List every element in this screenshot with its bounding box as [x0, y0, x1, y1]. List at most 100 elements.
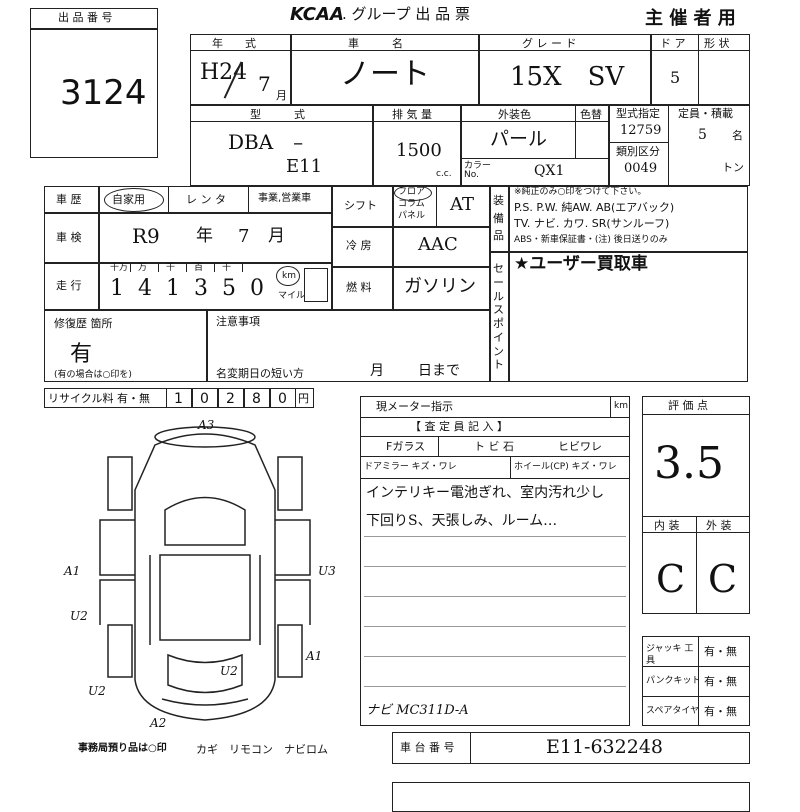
equipment-box	[490, 186, 748, 252]
category-value: 0049	[624, 161, 658, 176]
year-month-unit: 月	[276, 89, 287, 102]
office-note: 事務局預り品は○印	[78, 743, 167, 754]
recycle-digit: 1	[174, 391, 183, 407]
fglass-chip: ト ビ 石	[474, 440, 514, 453]
diagram-mark: A2	[149, 716, 166, 730]
color-change-label: 色替	[580, 108, 602, 121]
meter-unit: km	[614, 401, 628, 411]
recycle-digit-cell	[166, 388, 192, 408]
displacement-label: 排 気 量	[392, 108, 432, 121]
equipment-line2: TV. ナビ. カワ. SR(サンルーフ)	[514, 217, 670, 230]
jack-value: 有・無	[704, 645, 737, 658]
equipment-note: ※純正のみ○印をつけて下さい。	[514, 187, 647, 197]
bottom-partial-box	[392, 782, 750, 812]
capacity-label: 定員・積載	[678, 107, 733, 120]
recycle-digit-cell	[270, 388, 296, 408]
fuel-label: 燃 料	[346, 281, 372, 294]
grade-value: 15X SV	[510, 62, 625, 92]
remark-line2: 下回りS、天張しみ、ルーム…	[366, 513, 558, 529]
name-change-day: 日まで	[418, 363, 460, 379]
spare-label: スペアタイヤ	[646, 706, 700, 716]
history-business: 事業,営業車	[258, 193, 312, 204]
car-name-label: 車 名	[348, 37, 403, 50]
shift-label: シフト	[344, 199, 377, 212]
exterior-label: 外 装	[706, 519, 732, 532]
mileage-digit: 5	[222, 276, 236, 301]
mileage-digit: 0	[250, 276, 264, 301]
lot-number-box	[30, 8, 158, 158]
cc-unit: c.c.	[436, 169, 452, 179]
recycle-digit: 0	[278, 391, 287, 407]
mileage-digit-label: 十	[222, 263, 232, 273]
mileage-digit: 1	[166, 276, 180, 301]
diagram-mark: U2	[88, 684, 106, 698]
body-type-label: 形 状	[704, 37, 730, 50]
recycle-label: リサイクル料 有・無	[48, 392, 150, 405]
exterior-grade: C	[708, 557, 738, 601]
exterior-color-value: パール	[490, 128, 548, 150]
displacement-value: 1500	[396, 140, 442, 161]
ac-label: 冷 房	[346, 239, 372, 252]
office-items: カギ リモコン ナビロム	[196, 743, 328, 756]
repair-box	[44, 310, 490, 382]
year-label: 年 式	[212, 37, 256, 50]
mileage-digit-label: 十万	[110, 263, 129, 273]
car-damage-diagram: A3 A1 U2 U3 A1 U2 U2 A2	[63, 418, 336, 730]
puncture-value: 有・無	[704, 675, 737, 688]
recycle-digit-cell	[218, 388, 244, 408]
sheet-title: . グループ 出 品 票	[342, 5, 470, 23]
tools-box	[642, 636, 750, 726]
meter-box	[360, 396, 630, 726]
diagram-mark: A3	[197, 418, 215, 432]
mirror-label: ドアミラー キズ・ワレ	[364, 462, 457, 472]
recycle-digit: 0	[200, 391, 209, 407]
remark-line3: ナビ MC311D-A	[366, 703, 469, 718]
shift-value: AT	[450, 194, 475, 215]
ac-value: AAC	[418, 234, 458, 255]
mileage-digit: 1	[110, 276, 124, 301]
mileage-digit: 3	[194, 276, 208, 301]
repair-note: (有の場合は○印を)	[54, 370, 132, 380]
mileage-stamp-box	[304, 268, 328, 302]
equipment-label: 装備品	[493, 194, 504, 243]
vehicle-info-grid	[190, 34, 750, 186]
mileage-separator	[158, 264, 159, 272]
equipment-line1: P.S. P.W. 純AW. AB(エアバック)	[514, 201, 675, 214]
spare-value: 有・無	[704, 705, 737, 718]
interior-grade: C	[656, 557, 686, 601]
interior-label: 内 装	[654, 519, 680, 532]
shift-column: コラム	[398, 199, 425, 209]
recycle-digit: 8	[252, 391, 261, 407]
model-code: E11	[286, 156, 323, 177]
chassis-box	[392, 732, 750, 764]
name-change-month: 月	[370, 363, 384, 379]
fglass-label: Fガラス	[386, 440, 426, 453]
color-no-value: QX1	[534, 163, 565, 179]
mileage-label: 走 行	[56, 279, 82, 292]
mileage-separator	[130, 264, 131, 272]
type-designation-value: 12759	[620, 123, 662, 138]
history-private-circle	[104, 188, 164, 212]
organizer-label: 主 催 者 用	[645, 8, 736, 29]
puncture-label: パンクキット	[646, 676, 701, 686]
sales-point-box	[490, 252, 748, 382]
history-grid	[44, 186, 332, 310]
category-label: 類別区分	[616, 145, 660, 158]
model-label: 型 式	[250, 108, 305, 121]
mileage-separator	[214, 264, 215, 272]
mileage-digit-label: 百	[194, 263, 204, 273]
repair-value: 有	[70, 342, 93, 367]
shift-floor-circle	[394, 185, 432, 201]
lot-number: 3124	[60, 73, 147, 113]
inspector-label: 【 査 定 員 記 入 】	[410, 420, 508, 433]
sales-point-label: セールスポイント	[493, 262, 504, 372]
color-no-label: カラー No.	[464, 161, 492, 180]
grade-label: グ レ ー ド	[522, 37, 577, 50]
mileage-km-circle	[276, 266, 300, 286]
equipment-line3: ABS・新車保証書・(注) 後日送りのみ	[514, 235, 668, 245]
diagram-mark: U2	[220, 664, 238, 678]
lot-number-label: 出 品 番 号	[58, 11, 113, 24]
mileage-digit: 4	[138, 276, 152, 301]
exterior-color-label: 外装色	[498, 108, 531, 121]
diagram-mark: A1	[63, 564, 80, 578]
